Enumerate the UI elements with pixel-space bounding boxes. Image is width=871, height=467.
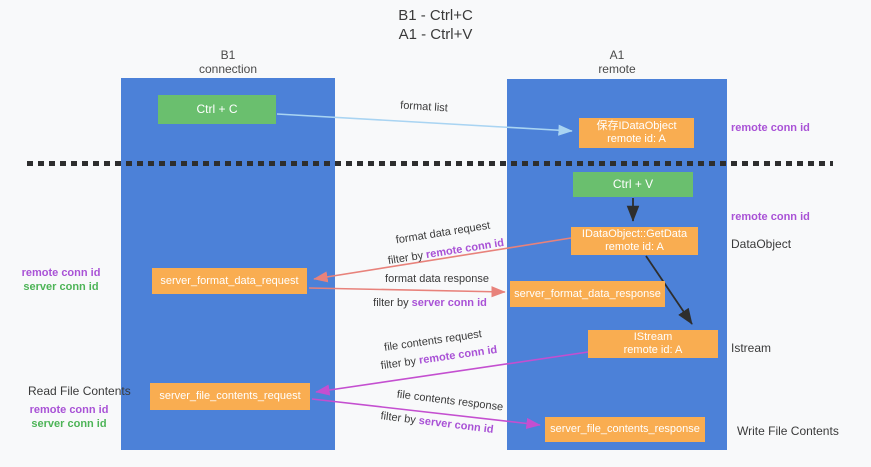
diagram-title: B1 - Ctrl+C A1 - Ctrl+V <box>0 6 871 44</box>
filter-prefix: filter by <box>373 297 409 309</box>
title-line-2: A1 - Ctrl+V <box>398 26 473 43</box>
filter-id-server: server conn id <box>418 414 495 436</box>
annotation-istream: Istream <box>731 341 772 355</box>
session-divider-dashed-line <box>27 161 833 166</box>
annotation-read-file-contents: Read File Contents <box>28 384 131 398</box>
node-server-file-contents-response-label: server_file_contents_response <box>550 423 700 435</box>
node-server-format-data-request-label: server_format_data_request <box>160 274 299 287</box>
edge-label-format-data-response: format data response <box>385 273 489 285</box>
annotation-remote-conn-id-top: remote conn id <box>731 122 810 134</box>
lifeline-b1-name: B1 <box>220 48 236 62</box>
annotation-server-conn-id-format: server conn id <box>23 281 99 293</box>
node-server-file-contents-response: server_file_contents_response <box>545 417 705 442</box>
annotation-remote-conn-id-file: remote conn id <box>29 404 109 416</box>
annotation-format-conn-ids: remote conn id server conn id <box>16 266 106 294</box>
edge-label-format-list: format list <box>399 99 449 115</box>
node-ctrl-v-label: Ctrl + V <box>612 177 654 191</box>
node-ctrl-v: Ctrl + V <box>573 172 693 197</box>
annotation-server-conn-id-file: server conn id <box>31 418 107 430</box>
lifeline-header-a1: A1 remote <box>507 48 727 76</box>
node-server-file-contents-request-label: server_file_contents_request <box>159 390 301 402</box>
annotation-remote-conn-id-mid: remote conn id <box>731 211 810 223</box>
edge-filter-file-contents-response: filter by server conn id <box>380 410 494 436</box>
lifeline-b1-role: connection <box>198 62 258 76</box>
filter-prefix: filter by <box>387 249 425 268</box>
node-istream-line1: IStream <box>633 331 673 343</box>
node-save-idataobject-line2: remote id: A <box>607 133 666 145</box>
title-line-1: B1 - Ctrl+C <box>398 7 473 24</box>
annotation-remote-conn-id-format: remote conn id <box>21 267 101 279</box>
annotation-dataobject: DataObject <box>731 237 792 251</box>
node-idataobject-getdata: IDataObject::GetData remote id: A <box>571 227 698 255</box>
filter-id-server: server conn id <box>411 297 487 309</box>
node-ctrl-c: Ctrl + C <box>158 95 276 124</box>
node-server-format-data-response-label: server_format_data_response <box>514 287 661 300</box>
node-save-idataobject-line1: 保存IDataObject <box>596 120 677 132</box>
node-istream-line2: remote id: A <box>623 344 683 356</box>
node-istream: IStream remote id: A <box>588 330 718 358</box>
node-server-format-data-response: server_format_data_response <box>510 281 665 307</box>
format-data-response-arrow <box>308 286 506 298</box>
node-server-file-contents-request: server_file_contents_request <box>150 383 310 410</box>
node-ctrl-c-label: Ctrl + C <box>196 102 238 116</box>
node-getdata-line1: IDataObject::GetData <box>581 228 688 240</box>
node-save-idataobject: 保存IDataObject remote id: A <box>579 118 694 148</box>
filter-prefix: filter by <box>379 410 417 427</box>
edge-label-file-contents-response: file contents response <box>396 388 504 414</box>
lifeline-a1-name: A1 <box>609 48 625 62</box>
annotation-write-file-contents: Write File Contents <box>737 424 839 438</box>
filter-prefix: filter by <box>380 355 417 373</box>
lifeline-a1-role: remote <box>598 62 636 76</box>
annotation-file-conn-ids: remote conn id server conn id <box>24 403 114 431</box>
edge-filter-format-data-response: filter by server conn id <box>373 297 487 309</box>
lifeline-header-b1: B1 connection <box>121 48 335 76</box>
node-server-format-data-request: server_format_data_request <box>152 268 307 294</box>
filter-id-remote: remote conn id <box>425 236 505 262</box>
node-getdata-line2: remote id: A <box>605 241 664 253</box>
